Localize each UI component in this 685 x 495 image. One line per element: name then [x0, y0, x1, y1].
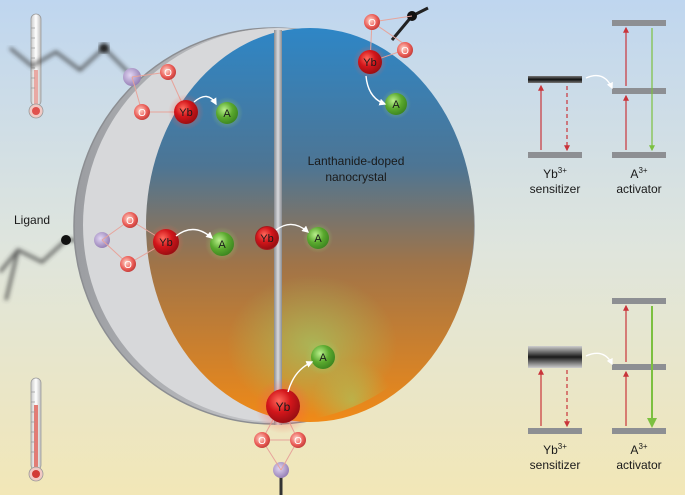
thermometer-icon	[28, 377, 44, 482]
svg-text:Yb: Yb	[363, 57, 376, 69]
yb-ion: Yb	[353, 45, 387, 79]
activator-level-upper	[612, 20, 666, 26]
oxygen-atom: O	[122, 212, 138, 228]
ligand-bonds	[101, 15, 413, 471]
oxygen-atom: O	[290, 432, 306, 448]
svg-text:O: O	[258, 436, 266, 447]
svg-text:Yb: Yb	[260, 233, 273, 245]
yb-ion: Yb	[255, 226, 279, 250]
sensitizer-excited-band	[528, 76, 582, 83]
svg-text:Yb: Yb	[276, 400, 291, 414]
oxygen-atom: O	[120, 256, 136, 272]
energy-diagram-bottom: Yb3+ sensitizer A3+ activator	[528, 298, 666, 472]
activator-ground-level	[612, 428, 666, 434]
activator-ion: A	[303, 223, 333, 253]
yb-ion: Yb	[255, 378, 311, 434]
svg-text:O: O	[368, 18, 376, 29]
oxygen-atom: O	[254, 432, 270, 448]
activator-level-middle	[612, 88, 666, 94]
sensitizer-role-label: sensitizer	[530, 182, 581, 196]
activator-label: A3+	[630, 442, 647, 457]
oxygen-atom: O	[134, 104, 150, 120]
oxygen-atom: O	[397, 42, 413, 58]
sensitizer-ground-level	[528, 152, 582, 158]
sensitizer-role-label: sensitizer	[530, 458, 581, 472]
svg-text:O: O	[138, 108, 146, 119]
activator-role-label: activator	[616, 182, 661, 196]
activator-ground-level	[612, 152, 666, 158]
activator-role-label: activator	[616, 458, 661, 472]
svg-text:O: O	[401, 46, 409, 57]
svg-text:A: A	[223, 108, 231, 120]
svg-text:O: O	[126, 216, 134, 227]
sensitizer-ground-level	[528, 428, 582, 434]
sensitizer-label: Yb3+	[543, 442, 567, 457]
energy-diagram-top: Yb3+ sensitizer A3+ activator	[528, 20, 666, 196]
sensitizer-excited-band	[528, 346, 582, 368]
oxygen-atom: O	[160, 64, 176, 80]
ligand-label: Ligand	[14, 213, 50, 227]
svg-text:A: A	[314, 233, 322, 245]
svg-text:O: O	[124, 260, 132, 271]
svg-text:O: O	[294, 436, 302, 447]
nanocrystal-label-line1: Lanthanide-doped	[308, 154, 405, 168]
sensitizer-label: Yb3+	[543, 166, 567, 181]
transfer-arrow	[585, 74, 613, 90]
ligand-chain-top-left	[9, 43, 134, 78]
activator-level-upper	[612, 298, 666, 304]
yb-ion: Yb	[168, 94, 204, 130]
oxygen-atom: O	[364, 14, 380, 30]
ligand-chain-left	[0, 235, 102, 301]
svg-text:O: O	[164, 68, 172, 79]
transfer-arrow	[585, 352, 613, 366]
activator-level-middle	[612, 364, 666, 370]
activator-ion: A	[211, 97, 243, 129]
energy-transfer-arrows	[175, 75, 387, 393]
activator-ion: A	[205, 227, 239, 261]
activator-ion: A	[381, 89, 411, 119]
yb-ion: Yb	[148, 224, 184, 260]
activator-label: A3+	[630, 166, 647, 181]
svg-text:A: A	[319, 352, 327, 364]
ligand-chain-top-right	[390, 6, 429, 41]
svg-text:A: A	[392, 99, 400, 111]
activator-ion: A	[305, 339, 341, 375]
svg-text:Yb: Yb	[159, 237, 172, 249]
nanocrystal-label-line2: nanocrystal	[325, 170, 386, 184]
svg-text:Yb: Yb	[179, 107, 192, 119]
svg-text:A: A	[218, 239, 226, 251]
